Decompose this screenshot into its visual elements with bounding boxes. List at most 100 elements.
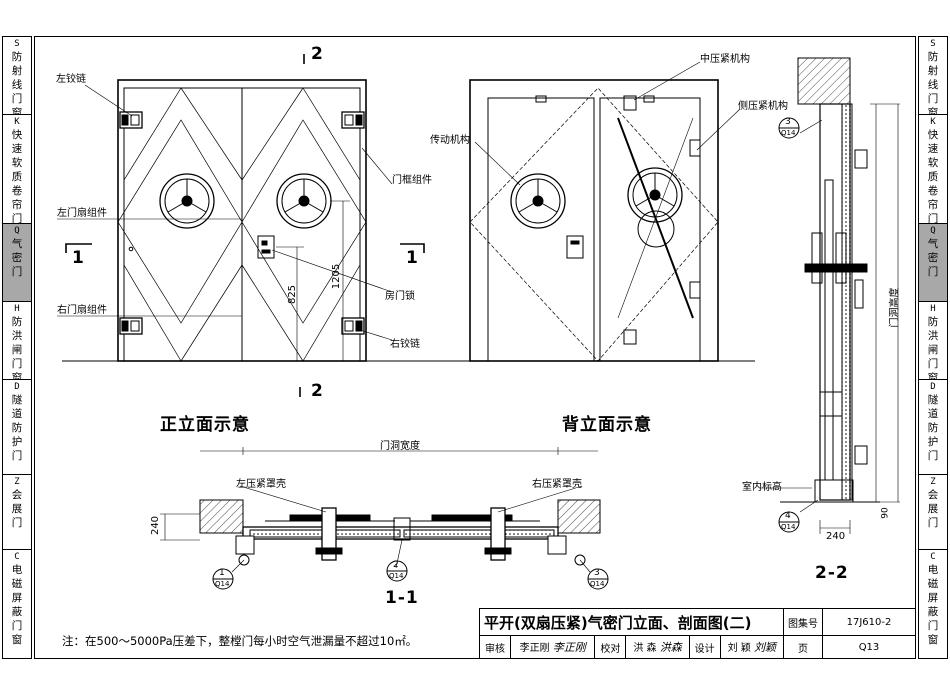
designer-name: 刘 颖 <box>727 643 751 654</box>
dim-240-section-1: 240 <box>150 515 162 536</box>
atlas-number: 17J610-2 <box>822 608 916 636</box>
category-char: 隧 <box>927 393 939 406</box>
mid-clamp-label: 中压紧机构 <box>700 54 750 65</box>
category-char: 防 <box>927 51 939 63</box>
category-code: K <box>930 116 936 127</box>
category-char: 闸 <box>927 344 939 357</box>
category-char: 线 <box>927 79 939 91</box>
category-code: H <box>14 304 20 315</box>
category-char: 门 <box>11 449 23 462</box>
category-char: 防 <box>927 421 939 434</box>
drawing-title: 平开(双扇压紧)气密门立面、剖面图(二) <box>479 608 784 636</box>
category-char: 道 <box>927 407 939 420</box>
category-char: 质 <box>11 170 23 183</box>
frame-assembly-label: 门框组件 <box>392 175 432 186</box>
category-char: 软 <box>927 156 939 169</box>
category-char: 速 <box>927 142 939 155</box>
category-char: 门 <box>11 212 23 225</box>
section-1-mark-right: 1 <box>406 248 418 268</box>
category-char: 窗 <box>11 372 23 380</box>
category-char: 窗 <box>927 634 939 647</box>
section-1-1 <box>160 447 601 573</box>
category-char: 防 <box>927 316 939 329</box>
callout-num: 1 <box>219 568 225 578</box>
category-char: 气 <box>927 238 939 251</box>
page-number: Q13 <box>822 635 916 659</box>
dim-90: 90 <box>880 507 891 519</box>
front-elevation-title: 正立面示意 <box>160 415 250 435</box>
section-1-mark-left: 1 <box>72 248 84 268</box>
section-2-mark-top: 2 <box>311 44 323 64</box>
category-code: Q <box>14 226 20 237</box>
section-2-2-title: 2-2 <box>815 563 849 583</box>
category-code: H <box>930 304 936 315</box>
category-char: 门 <box>927 358 939 371</box>
page-label: 页 <box>783 635 823 659</box>
category-char: 磁 <box>927 578 939 591</box>
review-label: 审核 <box>485 643 505 655</box>
designer-signature: 刘颖 <box>754 641 777 654</box>
dim-240-section-2: 240 <box>826 531 846 542</box>
category-char: 质 <box>927 170 939 183</box>
category-char: 会 <box>927 488 939 501</box>
category-code: C <box>14 552 20 563</box>
category-char: 帘 <box>11 198 23 211</box>
category-char: 会 <box>11 488 23 501</box>
category-char: 道 <box>11 407 23 420</box>
category-char: 门 <box>927 266 939 279</box>
category-char: 密 <box>927 252 939 265</box>
callout-sheet: Q14 <box>590 580 605 588</box>
category-code: D <box>14 381 20 392</box>
category-char: 隧 <box>11 393 23 406</box>
category-char: 门 <box>11 516 23 529</box>
category-char: 窗 <box>11 634 23 647</box>
section-1-1-title: 1-1 <box>385 588 419 608</box>
left-leaf-label: 左门扇组件 <box>57 208 107 219</box>
callout-sheet: Q14 <box>781 523 796 531</box>
category-code: K <box>14 116 20 127</box>
door-lock-label: 房门锁 <box>385 291 415 302</box>
left-hinge-label: 左铰链 <box>56 74 86 85</box>
category-code: Z <box>14 476 20 487</box>
category-char: 软 <box>11 156 23 169</box>
section-2-mark-bottom: 2 <box>311 381 323 401</box>
category-char: 屏 <box>11 592 23 605</box>
category-char: 闸 <box>11 344 23 357</box>
category-char: 蔽 <box>11 606 23 619</box>
category-char: 窗 <box>11 107 23 115</box>
left-cover-label: 左压紧罩壳 <box>236 479 286 490</box>
category-char: 卷 <box>11 184 23 197</box>
dim-1205: 1205 <box>331 263 343 290</box>
checker-name: 洪 森 <box>633 643 657 654</box>
right-cover-label: 右压紧罩壳 <box>532 479 582 490</box>
checker-signature: 洪森 <box>659 641 682 654</box>
callout-num: 2 <box>393 560 399 570</box>
back-elevation-title: 背立面示意 <box>562 415 652 435</box>
category-char: 蔽 <box>927 606 939 619</box>
category-char: 密 <box>11 252 23 265</box>
opening-height-label: 门洞高度 <box>889 287 901 328</box>
transmission-label: 传动机构 <box>430 135 470 146</box>
note-text: 注：在500～5000Pa压差下，整樘门每小时空气泄漏量不超过10㎡。 <box>62 634 418 648</box>
category-char: 卷 <box>927 184 939 197</box>
callout-sheet: Q14 <box>781 129 796 137</box>
callout-sheet: Q14 <box>215 580 230 588</box>
category-char: 窗 <box>927 107 939 115</box>
design-label: 设计 <box>694 643 715 655</box>
